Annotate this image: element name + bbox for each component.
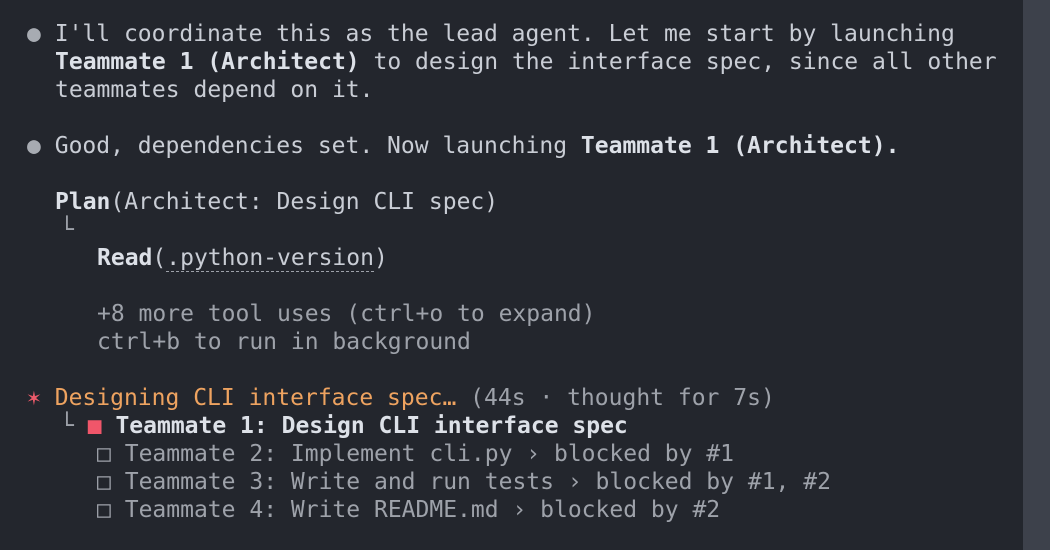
status-meta: (44s · thought for 7s) xyxy=(470,385,775,411)
tree-connector-icon: └ xyxy=(60,217,74,243)
task-checkbox-icon: □ xyxy=(97,469,111,495)
task-label: Teammate 2: Implement cli.py › blocked b… xyxy=(124,441,734,467)
task-label: Teammate 4: Write README.md › blocked by… xyxy=(124,497,721,523)
tool-name: Read xyxy=(97,245,153,271)
task-checkbox-icon: □ xyxy=(97,497,111,523)
message-1-line-3: teammates depend on it. xyxy=(55,77,374,103)
scrollbar[interactable] xyxy=(1023,0,1050,550)
task-row: └ ■ Teammate 1: Design CLI interface spe… xyxy=(60,412,628,440)
message-text: I'll coordinate this as the lead agent. … xyxy=(54,21,955,47)
bullet-icon: ● xyxy=(27,21,41,47)
spinner-star-icon: ✶ xyxy=(27,385,41,411)
task-checkbox-icon: □ xyxy=(97,441,111,467)
message-1-line-2: Teammate 1 (Architect) to design the int… xyxy=(55,48,997,76)
tool-args: (Architect: Design CLI spec) xyxy=(110,189,499,215)
paren: ) xyxy=(373,245,388,271)
more-tool-uses-hint[interactable]: +8 more tool uses (ctrl+o to expand) xyxy=(97,301,596,327)
bold-text: Teammate 1 (Architect) xyxy=(580,133,886,159)
task-label: Teammate 1: Design CLI interface spec xyxy=(115,413,628,439)
tree-connector-icon: └ xyxy=(60,413,74,439)
message-1-line-1: ● I'll coordinate this as the lead agent… xyxy=(27,20,955,48)
tool-name: Plan xyxy=(55,189,111,215)
message-2: ● Good, dependencies set. Now launching … xyxy=(27,132,899,160)
read-tool-call[interactable]: Read(.python-version) xyxy=(97,244,388,272)
bullet-icon: ● xyxy=(27,133,41,159)
paren: ( xyxy=(152,245,167,271)
punctuation: . xyxy=(885,133,900,159)
task-row: □ Teammate 4: Write README.md › blocked … xyxy=(97,496,720,524)
message-text: to design the interface spec, since all … xyxy=(359,49,997,75)
task-row: □ Teammate 3: Write and run tests › bloc… xyxy=(97,468,831,496)
status-text: Designing CLI interface spec… xyxy=(54,385,457,411)
plan-tool-call[interactable]: Plan(Architect: Design CLI spec) xyxy=(55,188,498,216)
file-link[interactable]: .python-version xyxy=(166,245,374,272)
bold-text: Teammate 1 (Architect) xyxy=(55,49,360,75)
status-line: ✶ Designing CLI interface spec… (44s · t… xyxy=(27,384,775,412)
message-text: Good, dependencies set. Now launching xyxy=(54,133,581,159)
task-row: □ Teammate 2: Implement cli.py › blocked… xyxy=(97,440,734,468)
task-active-square-icon: ■ xyxy=(87,413,102,439)
background-hint: ctrl+b to run in background xyxy=(97,329,471,355)
task-label: Teammate 3: Write and run tests › blocke… xyxy=(124,469,831,495)
